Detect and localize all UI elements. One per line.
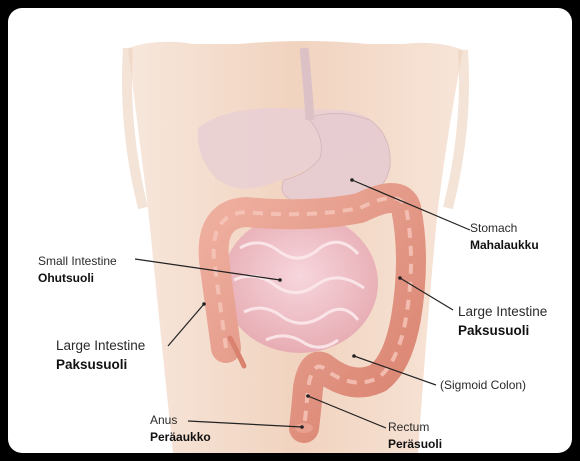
label-large-intestine-left: Large Intestine Paksusuoli xyxy=(56,338,145,373)
label-small-intestine-fi: Ohutsuoli xyxy=(38,271,117,285)
label-large-intestine-right-en: Large Intestine xyxy=(458,304,547,320)
label-stomach: Stomach Mahalaukku xyxy=(470,221,539,252)
label-large-intestine-left-fi: Paksusuoli xyxy=(56,357,145,373)
label-sigmoid-colon: (Sigmoid Colon) xyxy=(440,378,526,392)
label-anus-fi: Peräaukko xyxy=(150,430,211,444)
label-rectum-fi: Peräsuoli xyxy=(388,437,442,451)
label-large-intestine-right-fi: Paksusuoli xyxy=(458,323,547,339)
label-large-intestine-left-en: Large Intestine xyxy=(56,338,145,354)
label-stomach-en: Stomach xyxy=(470,221,539,235)
label-anus: Anus Peräaukko xyxy=(150,413,211,444)
label-small-intestine-en: Small Intestine xyxy=(38,254,117,268)
label-rectum: Rectum Peräsuoli xyxy=(388,420,442,451)
label-small-intestine: Small Intestine Ohutsuoli xyxy=(38,254,117,285)
diagram-panel: Stomach Mahalaukku Small Intestine Ohuts… xyxy=(8,8,572,453)
label-stomach-fi: Mahalaukku xyxy=(470,238,539,252)
label-rectum-en: Rectum xyxy=(388,420,442,434)
label-anus-en: Anus xyxy=(150,413,211,427)
label-large-intestine-right: Large Intestine Paksusuoli xyxy=(458,304,547,339)
label-sigmoid-colon-en: (Sigmoid Colon) xyxy=(440,378,526,392)
